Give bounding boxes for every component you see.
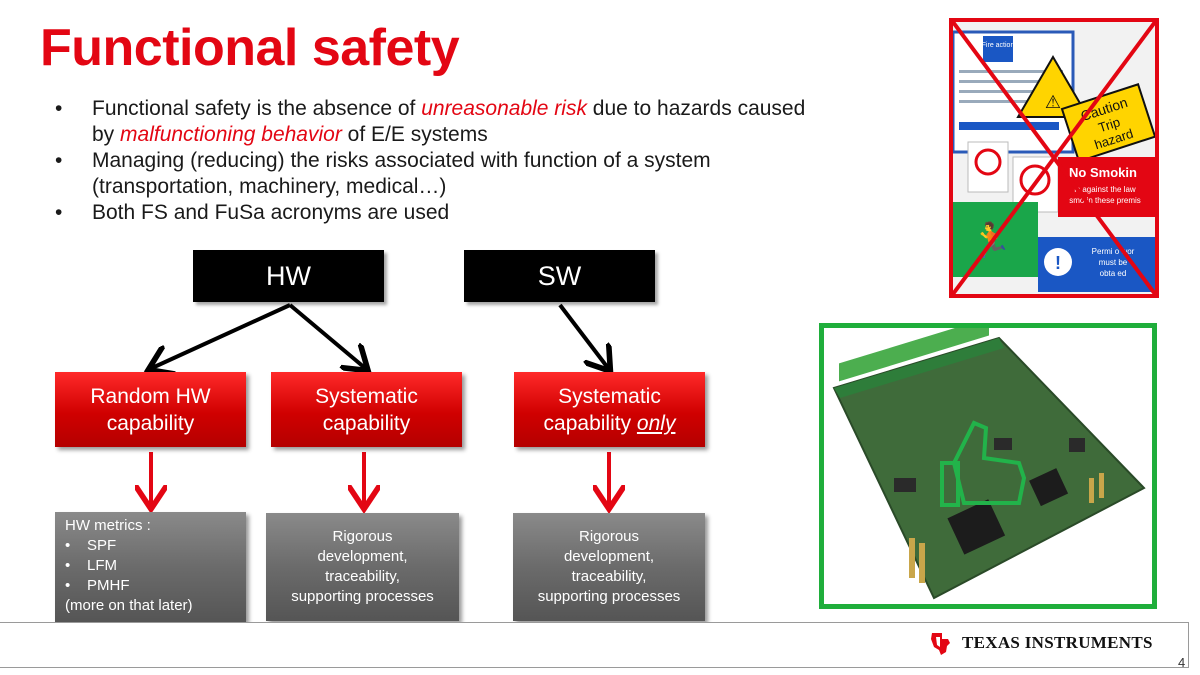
rigorous-development-box-1: Rigorous development, traceability, supp…: [266, 513, 459, 621]
metric-item: •LFM: [65, 557, 117, 574]
company-logo: TEXAS INSTRUMENTS: [928, 630, 1153, 656]
bullet-item-3: • Both FS and FuSa acronyms are used: [55, 201, 450, 224]
hw-box: HW: [193, 250, 384, 302]
svg-text:smo in these premis: smo in these premis: [1069, 196, 1141, 205]
svg-text:No Smokin: No Smokin: [1069, 165, 1137, 180]
circuit-board-image: [819, 323, 1157, 609]
systematic-capability-box: Systematic capability: [271, 372, 462, 447]
bullet-item-1: • Functional safety is the absence of un…: [55, 97, 806, 146]
systematic-capability-only-box: Systematic capability only: [514, 372, 705, 447]
emphasis-malfunctioning-behavior: malfunctioning behavior: [120, 123, 342, 146]
company-name: TEXAS INSTRUMENTS: [962, 633, 1153, 652]
footer-bar: [0, 622, 1189, 668]
bullet-dot: •: [55, 97, 63, 120]
texas-instruments-logo-icon: [931, 633, 950, 655]
sw-box: SW: [464, 250, 655, 302]
only-emphasis: only: [636, 411, 676, 435]
thumbs-up-icon: [940, 420, 1027, 507]
arrow-hw-to-systematic: [288, 303, 365, 368]
rigorous-development-box-2: Rigorous development, traceability, supp…: [513, 513, 705, 621]
random-hw-capability-box: Random HW capability: [55, 372, 246, 447]
arrow-sw-to-systematic-only: [558, 303, 608, 368]
emphasis-unreasonable-risk: unreasonable risk: [421, 97, 587, 120]
svg-text:Fire action: Fire action: [982, 42, 1015, 49]
page-number: 4: [1178, 655, 1186, 670]
circuit-board-illustration: [832, 328, 1146, 600]
svg-text:!: !: [1055, 253, 1061, 273]
red-cross-line-2: [953, 22, 1155, 294]
bullet-list: • Functional safety is the absence of un…: [52, 96, 832, 226]
svg-text:is against the law: is against the law: [1074, 185, 1136, 194]
arrow-hw-to-random: [152, 303, 291, 368]
warning-signs-image: Fire action ⚠ Caution Trip hazard No Smo…: [949, 18, 1159, 298]
svg-text:Trip: Trip: [1096, 114, 1121, 135]
bullet-item-2: • Managing (reducing) the risks associat…: [55, 149, 711, 198]
metric-item: •PMHF: [65, 577, 130, 594]
hw-metrics-box: HW metrics : •SPF •LFM •PMHF (more on th…: [55, 512, 246, 622]
metric-item: •SPF: [65, 537, 117, 554]
bullet-dot: •: [55, 201, 63, 224]
bullet-dot: •: [55, 149, 63, 172]
svg-text:obta ed: obta ed: [1100, 269, 1127, 278]
slide-title: Functional safety: [40, 19, 460, 77]
warning-signs-illustration: Fire action ⚠ Caution Trip hazard No Smo…: [953, 22, 1155, 294]
svg-text:must be: must be: [1099, 258, 1128, 267]
svg-text:Permi o wor: Permi o wor: [1092, 247, 1135, 256]
svg-text:⚠: ⚠: [1045, 92, 1061, 112]
